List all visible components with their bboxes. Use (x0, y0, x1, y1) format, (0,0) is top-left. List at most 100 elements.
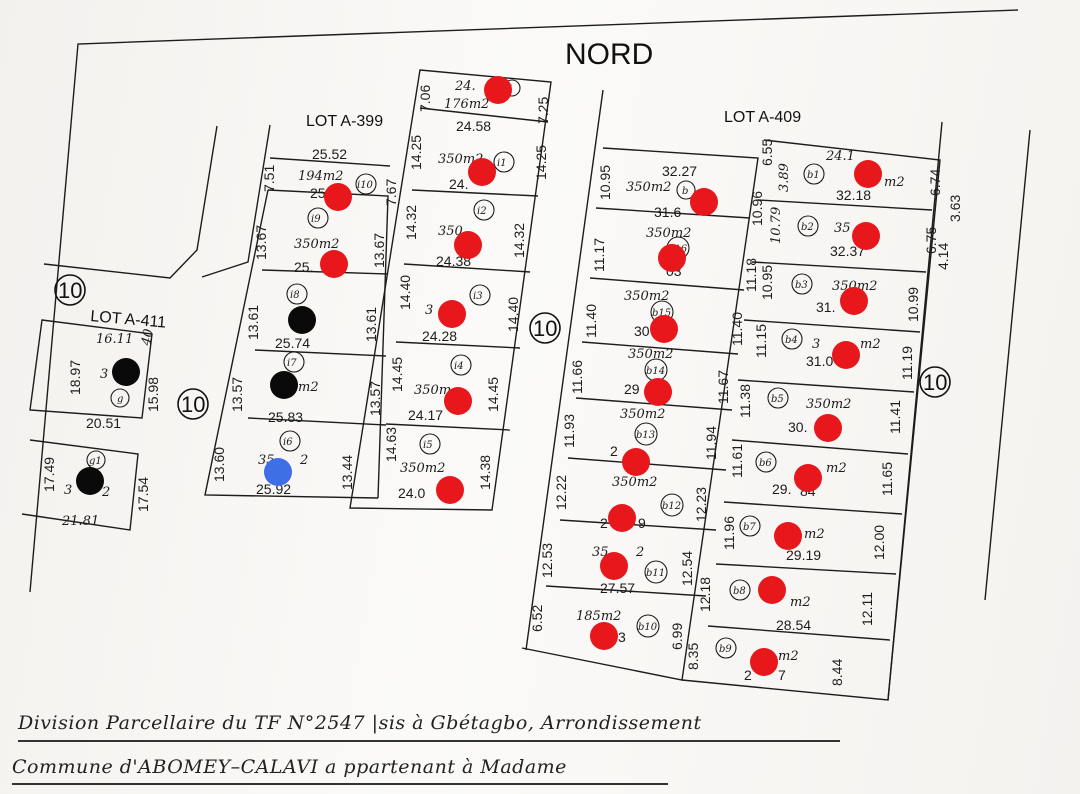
central-block-labels: 24. 176m2 24.58 7.06 7.25 14.25 350m2 24… (383, 79, 551, 501)
area-label: 350m2 (806, 397, 851, 412)
dim-label: 25. (294, 259, 313, 275)
dim-label: 13.67 (371, 233, 387, 268)
dim-label: 20.51 (86, 415, 121, 431)
area-label: 350 (438, 224, 463, 239)
dim-label: 14.32 (511, 223, 527, 258)
caption-line-2: Commune d'ABOMEY–CALAVI a ppartenant à M… (12, 756, 567, 778)
dim-label: 3.63 (947, 195, 963, 222)
road-marker-left: 10 (54, 274, 86, 306)
dim-label: 24. (449, 176, 468, 192)
dim-label: 24.0 (398, 485, 425, 501)
dim-label: 32.37 (830, 243, 865, 259)
svg-text:10: 10 (58, 278, 82, 303)
dim-label: 32.18 (836, 187, 871, 203)
lot-a411-label: LOT A-411 (90, 308, 167, 332)
dim-label: 11.15 (753, 324, 769, 358)
svg-text:i6: i6 (283, 437, 293, 448)
area-label: 350m (414, 383, 451, 398)
parcel-id: b2 (797, 215, 819, 237)
caption-line-1: Division Parcellaire du TF N°2547 |sis à… (18, 712, 702, 734)
dim-label: 7.25 (535, 97, 551, 124)
dim-label: 10.96 (749, 191, 765, 226)
svg-text:b4: b4 (785, 335, 798, 346)
svg-text:10: 10 (923, 370, 947, 395)
dim-label: 24.28 (422, 328, 457, 344)
dim-label: 14.45 (389, 357, 405, 392)
red-marker (590, 622, 618, 650)
dim-label: 31.6 (654, 204, 681, 220)
area-label: 350m2 (626, 180, 671, 195)
svg-text:b10: b10 (638, 622, 658, 633)
parcel-id: i6 (279, 430, 301, 452)
area-label: 350m2 (628, 347, 673, 362)
dim-label: 29.19 (786, 547, 821, 563)
parcel-id: i4 (450, 354, 472, 376)
dim-label: 25 (310, 185, 326, 201)
dim-label: 13.67 (253, 225, 269, 260)
parcel-id: i9 (307, 207, 329, 229)
dim-label: 11.93 (561, 414, 577, 448)
dim-label: 31.0 (806, 353, 833, 369)
area-label: 2 (101, 485, 110, 500)
dim-label: 10.95 (597, 165, 613, 200)
svg-text:i3: i3 (473, 291, 483, 302)
dim-label: 11.19 (899, 346, 915, 380)
black-marker (270, 371, 298, 399)
dim-label: 11.41 (887, 400, 903, 434)
lot-a409-label: LOT A-409 (724, 109, 801, 126)
dim-label: 17.54 (135, 477, 151, 512)
dim-label: 6.99 (669, 623, 685, 650)
red-marker (622, 448, 650, 476)
caption-underline-2 (12, 783, 668, 785)
area-label: 3 (100, 367, 108, 382)
area-label: 2 (635, 545, 644, 560)
area-label: m2 (884, 175, 905, 190)
svg-text:b6: b6 (759, 458, 772, 469)
dim-label: 30 (634, 323, 650, 339)
dim-label: 17.49 (41, 457, 57, 492)
dim-label: 11.17 (591, 238, 607, 272)
area-label: 350m2 (624, 289, 669, 304)
dim-label: 14.40 (397, 275, 413, 310)
parcel-ids: i i1 i2 i3 i4 i5 i6 i7 i8 i9 i10 g g1 b … (86, 79, 825, 659)
svg-text:i9: i9 (311, 214, 321, 225)
svg-text:b9: b9 (719, 644, 732, 655)
lot-a409-labels: 6.55 3.89 24.1 m2 32.18 6.74 3.63 10.79 … (685, 139, 963, 686)
dim-label: 13.57 (367, 381, 383, 416)
dim-label: 6.75 (923, 227, 939, 254)
red-marker (436, 476, 464, 504)
dim-label: 21.81 (61, 514, 99, 529)
dim-label: 11.40 (729, 312, 745, 346)
red-marker (774, 522, 802, 550)
dim-label: 6.55 (759, 139, 775, 166)
dim-label: 11.94 (703, 426, 719, 460)
parcel-id: i7 (283, 351, 305, 373)
dim-label: 18.97 (67, 360, 83, 395)
red-marker (832, 341, 860, 369)
svg-text:b2: b2 (801, 222, 814, 233)
dim-label: 8.44 (829, 659, 845, 686)
red-marker (468, 158, 496, 186)
svg-text:10: 10 (181, 392, 205, 417)
red-marker (444, 387, 472, 415)
caption-underline-1 (18, 740, 840, 742)
svg-text:i1: i1 (497, 158, 507, 169)
dim-label: 25.74 (275, 335, 310, 351)
dim-label: 11.65 (879, 462, 895, 496)
blue-markers (264, 458, 292, 486)
dim-label: 24. (454, 79, 476, 94)
red-marker (852, 222, 880, 250)
red-marker (600, 552, 628, 580)
black-markers (76, 306, 316, 495)
dim-label: 24.58 (456, 118, 491, 134)
dim-label: 14.25 (408, 135, 424, 170)
dim-label: 13.44 (339, 455, 355, 490)
dim-label: 3 (618, 629, 626, 645)
boundary-lines (21, 9, 1031, 701)
dim-label: 16.11 (96, 332, 133, 347)
parcel-id: i8 (286, 283, 308, 305)
dim-label: 10.95 (759, 265, 775, 300)
svg-text:b1: b1 (807, 170, 820, 181)
svg-text:b: b (682, 186, 688, 197)
